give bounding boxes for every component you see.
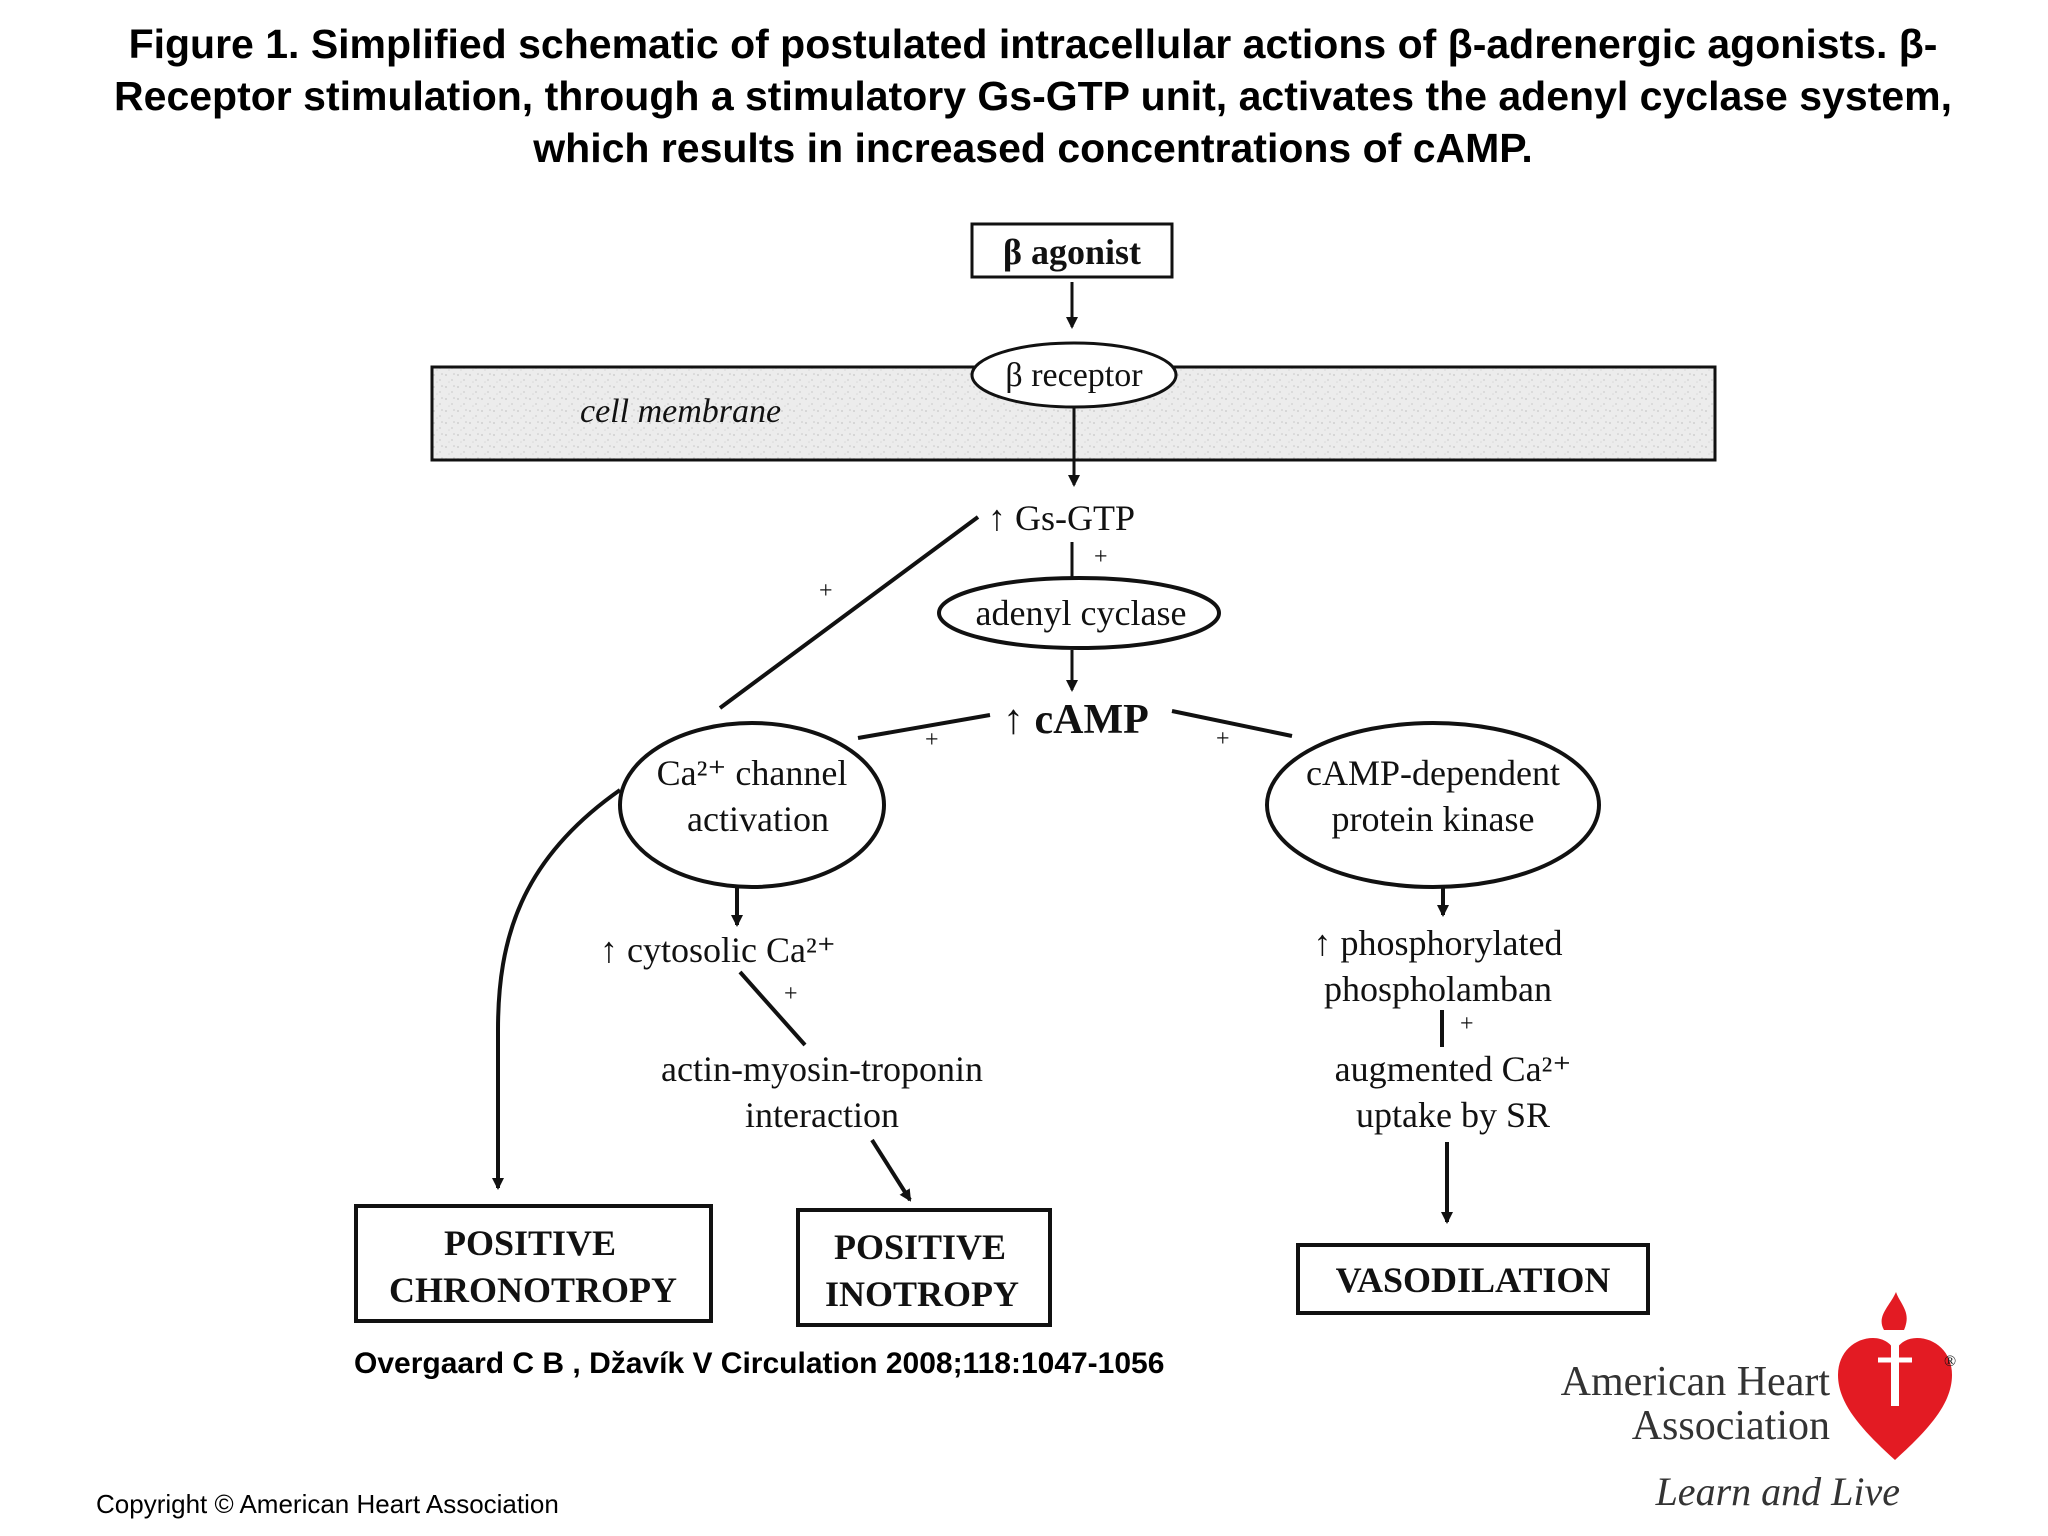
chronotropy-label-line2: CHRONOTROPY — [389, 1270, 677, 1310]
plus-sign: + — [1216, 726, 1230, 752]
adenyl-cyclase-ellipse — [937, 576, 1221, 650]
actin-myosin-label-line1: actin-myosin-troponin — [661, 1049, 983, 1089]
figure-caption: Figure 1. Simplified schematic of postul… — [114, 21, 1952, 171]
beta-agonist-label: β agonist — [1003, 232, 1141, 272]
arrow-ca-channel-to-chronotropy — [492, 788, 622, 1190]
registered-mark: ® — [1944, 1353, 1956, 1370]
vasodilation-label: VASODILATION — [1336, 1260, 1611, 1300]
pka-label-line1: cAMP-dependent — [1306, 753, 1560, 793]
beta-agonist-box — [970, 222, 1174, 279]
ca-uptake-label-line1: augmented Ca²⁺ — [1335, 1049, 1572, 1089]
aha-name-line1: American Heart — [1560, 1359, 1830, 1405]
arrow-actin-to-inotropy — [870, 1138, 912, 1202]
link-camp-to-pka — [1171, 709, 1293, 738]
chronotropy-box — [354, 1204, 713, 1323]
aha-tagline: Learn and Live — [1655, 1469, 1900, 1514]
plus-sign: + — [1460, 1011, 1474, 1037]
beta-receptor-label: β receptor — [1005, 357, 1143, 394]
inotropy-label-line2: INOTROPY — [825, 1274, 1019, 1314]
beta-receptor-ellipse — [970, 341, 1178, 409]
ca-channel-label-line1: Ca²⁺ channel — [657, 753, 848, 793]
cell-membrane-label: cell membrane — [580, 393, 781, 430]
copyright-notice: Copyright © American Heart Association — [96, 1489, 559, 1519]
chronotropy-label-line1: POSITIVE — [444, 1223, 616, 1263]
plus-sign: + — [925, 727, 939, 753]
inotropy-label-line1: POSITIVE — [834, 1227, 1006, 1267]
inotropy-box — [796, 1208, 1052, 1327]
ca-channel-ellipse — [618, 721, 886, 889]
ca-channel-label-line2: activation — [687, 799, 829, 839]
pka-ellipse — [1265, 721, 1601, 889]
heart-torch-icon — [1838, 1292, 1952, 1460]
phospholamban-label-line1: ↑ phosphorylated — [1314, 923, 1563, 963]
camp-label: ↑ cAMP — [1003, 697, 1149, 743]
aha-name-line2: Association — [1631, 1403, 1830, 1449]
plus-sign: + — [819, 578, 833, 604]
adenyl-cyclase-label: adenyl cyclase — [976, 593, 1187, 633]
phospholamban-label-line2: phospholamban — [1324, 969, 1552, 1009]
gs-gtp-label: ↑ Gs-GTP — [988, 498, 1135, 538]
pka-label-line2: protein kinase — [1332, 799, 1535, 839]
plus-sign: + — [784, 981, 798, 1007]
link-gsgtp-to-ca-channel — [718, 515, 980, 710]
ca-uptake-label-line2: uptake by SR — [1356, 1095, 1550, 1135]
link-camp-to-ca-channel — [857, 713, 991, 740]
citation: Overgaard C B , Džavík V Circulation 200… — [354, 1347, 1165, 1380]
plus-sign: + — [1094, 544, 1108, 570]
link-cytosolic-to-actin — [738, 970, 807, 1047]
actin-myosin-label-line2: interaction — [745, 1095, 899, 1135]
vasodilation-box — [1296, 1243, 1650, 1315]
cytosolic-ca-label: ↑ cytosolic Ca²⁺ — [600, 930, 836, 970]
